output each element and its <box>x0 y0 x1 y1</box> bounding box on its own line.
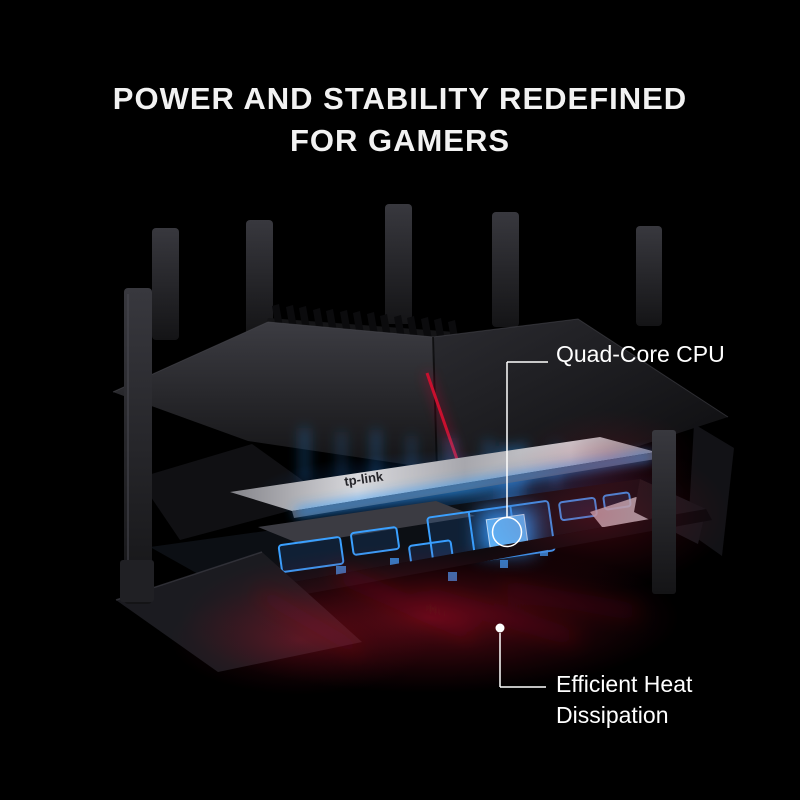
cpu-callout-ring <box>491 516 523 548</box>
heat-callout-label-line-1: Efficient Heat <box>556 671 693 697</box>
heat-callout-dot <box>495 623 505 633</box>
rear-antennas <box>152 204 662 340</box>
page-title: POWER AND STABILITY REDEFINED FOR GAMERS <box>0 78 800 162</box>
front-antennas <box>120 288 676 604</box>
cpu-callout-label: Quad-Core CPU <box>556 341 725 367</box>
heat-callout-label: Efficient Heat Dissipation <box>556 669 692 731</box>
title-line-1: POWER AND STABILITY REDEFINED <box>112 81 688 116</box>
title-line-2: FOR GAMERS <box>289 123 511 158</box>
heat-callout-label-line-2: Dissipation <box>556 702 669 728</box>
metal-shield-plate <box>258 501 475 544</box>
brand-logo: tp-link <box>343 469 384 489</box>
callout-lines <box>491 361 548 688</box>
